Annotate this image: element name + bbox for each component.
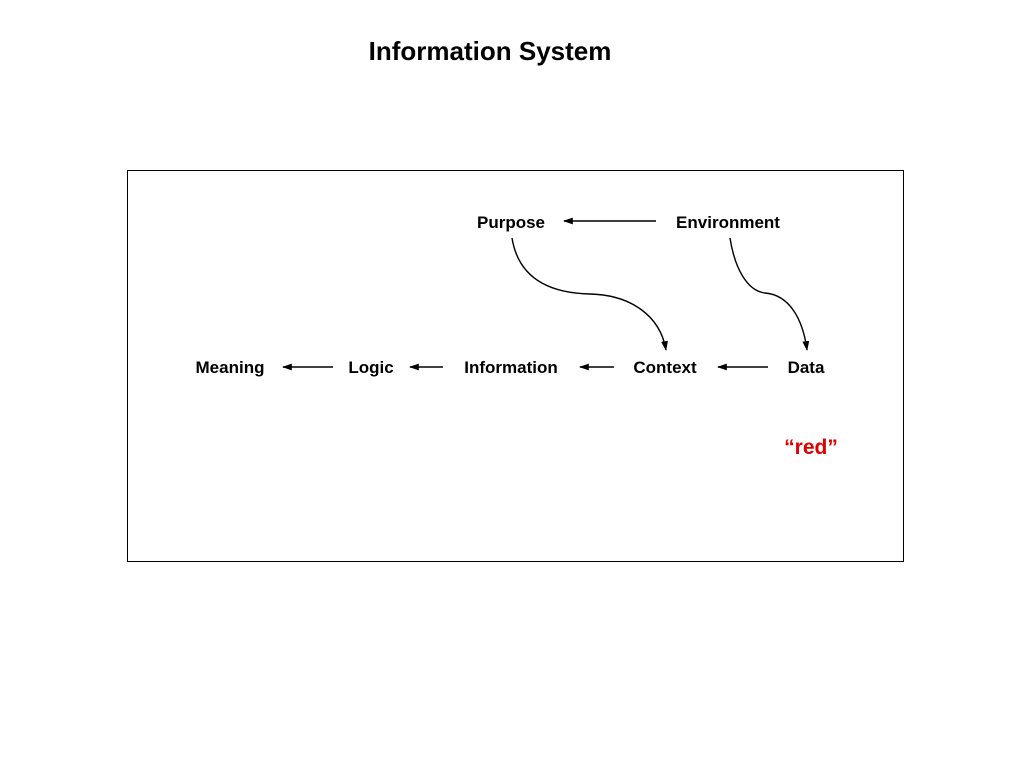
page-title: Information System bbox=[368, 36, 612, 66]
node-context: Context bbox=[633, 358, 697, 377]
node-information: Information bbox=[464, 358, 558, 377]
node-meaning: Meaning bbox=[196, 358, 265, 377]
red-note: “red” bbox=[784, 436, 838, 459]
node-data: Data bbox=[788, 358, 825, 377]
arrow-environment-to-data bbox=[729, 237, 810, 351]
arrow-purpose-to-context bbox=[511, 237, 668, 351]
diagram-frame bbox=[127, 170, 904, 562]
node-purpose: Purpose bbox=[477, 213, 545, 232]
node-logic: Logic bbox=[348, 358, 393, 377]
node-environment: Environment bbox=[676, 213, 780, 232]
